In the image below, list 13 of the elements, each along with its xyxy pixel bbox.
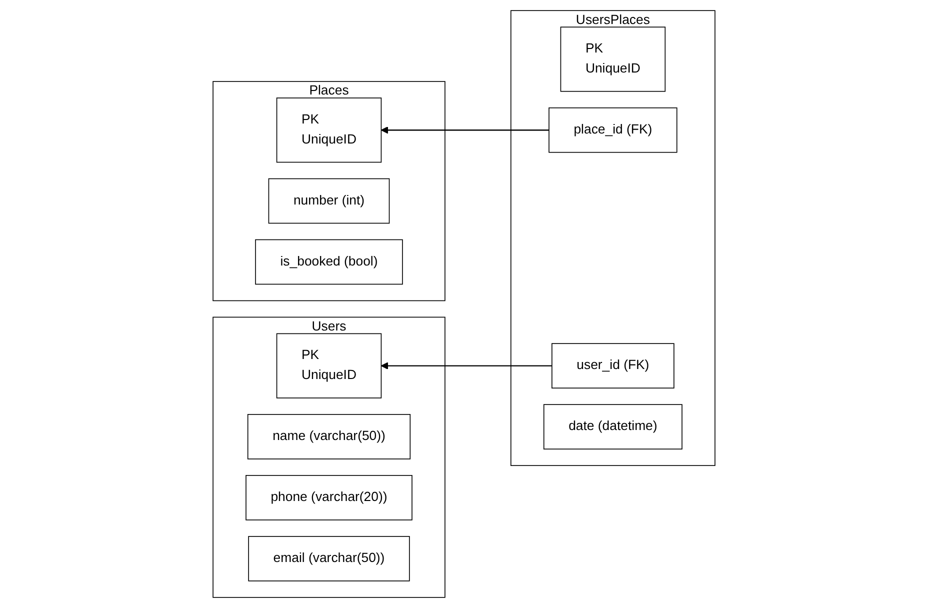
node-box: phone (varchar(20)) <box>246 475 412 520</box>
node-box: PK UniqueID <box>276 333 382 398</box>
node-box: place_id (FK) <box>548 107 678 153</box>
node-box: number (int) <box>268 178 390 224</box>
arrow <box>380 126 549 134</box>
node-box: PK UniqueID <box>560 26 666 92</box>
node-box: email (varchar(50)) <box>248 536 410 582</box>
node-box: is_booked (bool) <box>255 239 403 285</box>
node-box: PK UniqueID <box>276 98 382 163</box>
node-box: date (datetime) <box>543 404 682 450</box>
arrow <box>380 362 552 370</box>
node-box: name (varchar(50)) <box>247 414 411 460</box>
node-box: user_id (FK) <box>552 343 674 388</box>
